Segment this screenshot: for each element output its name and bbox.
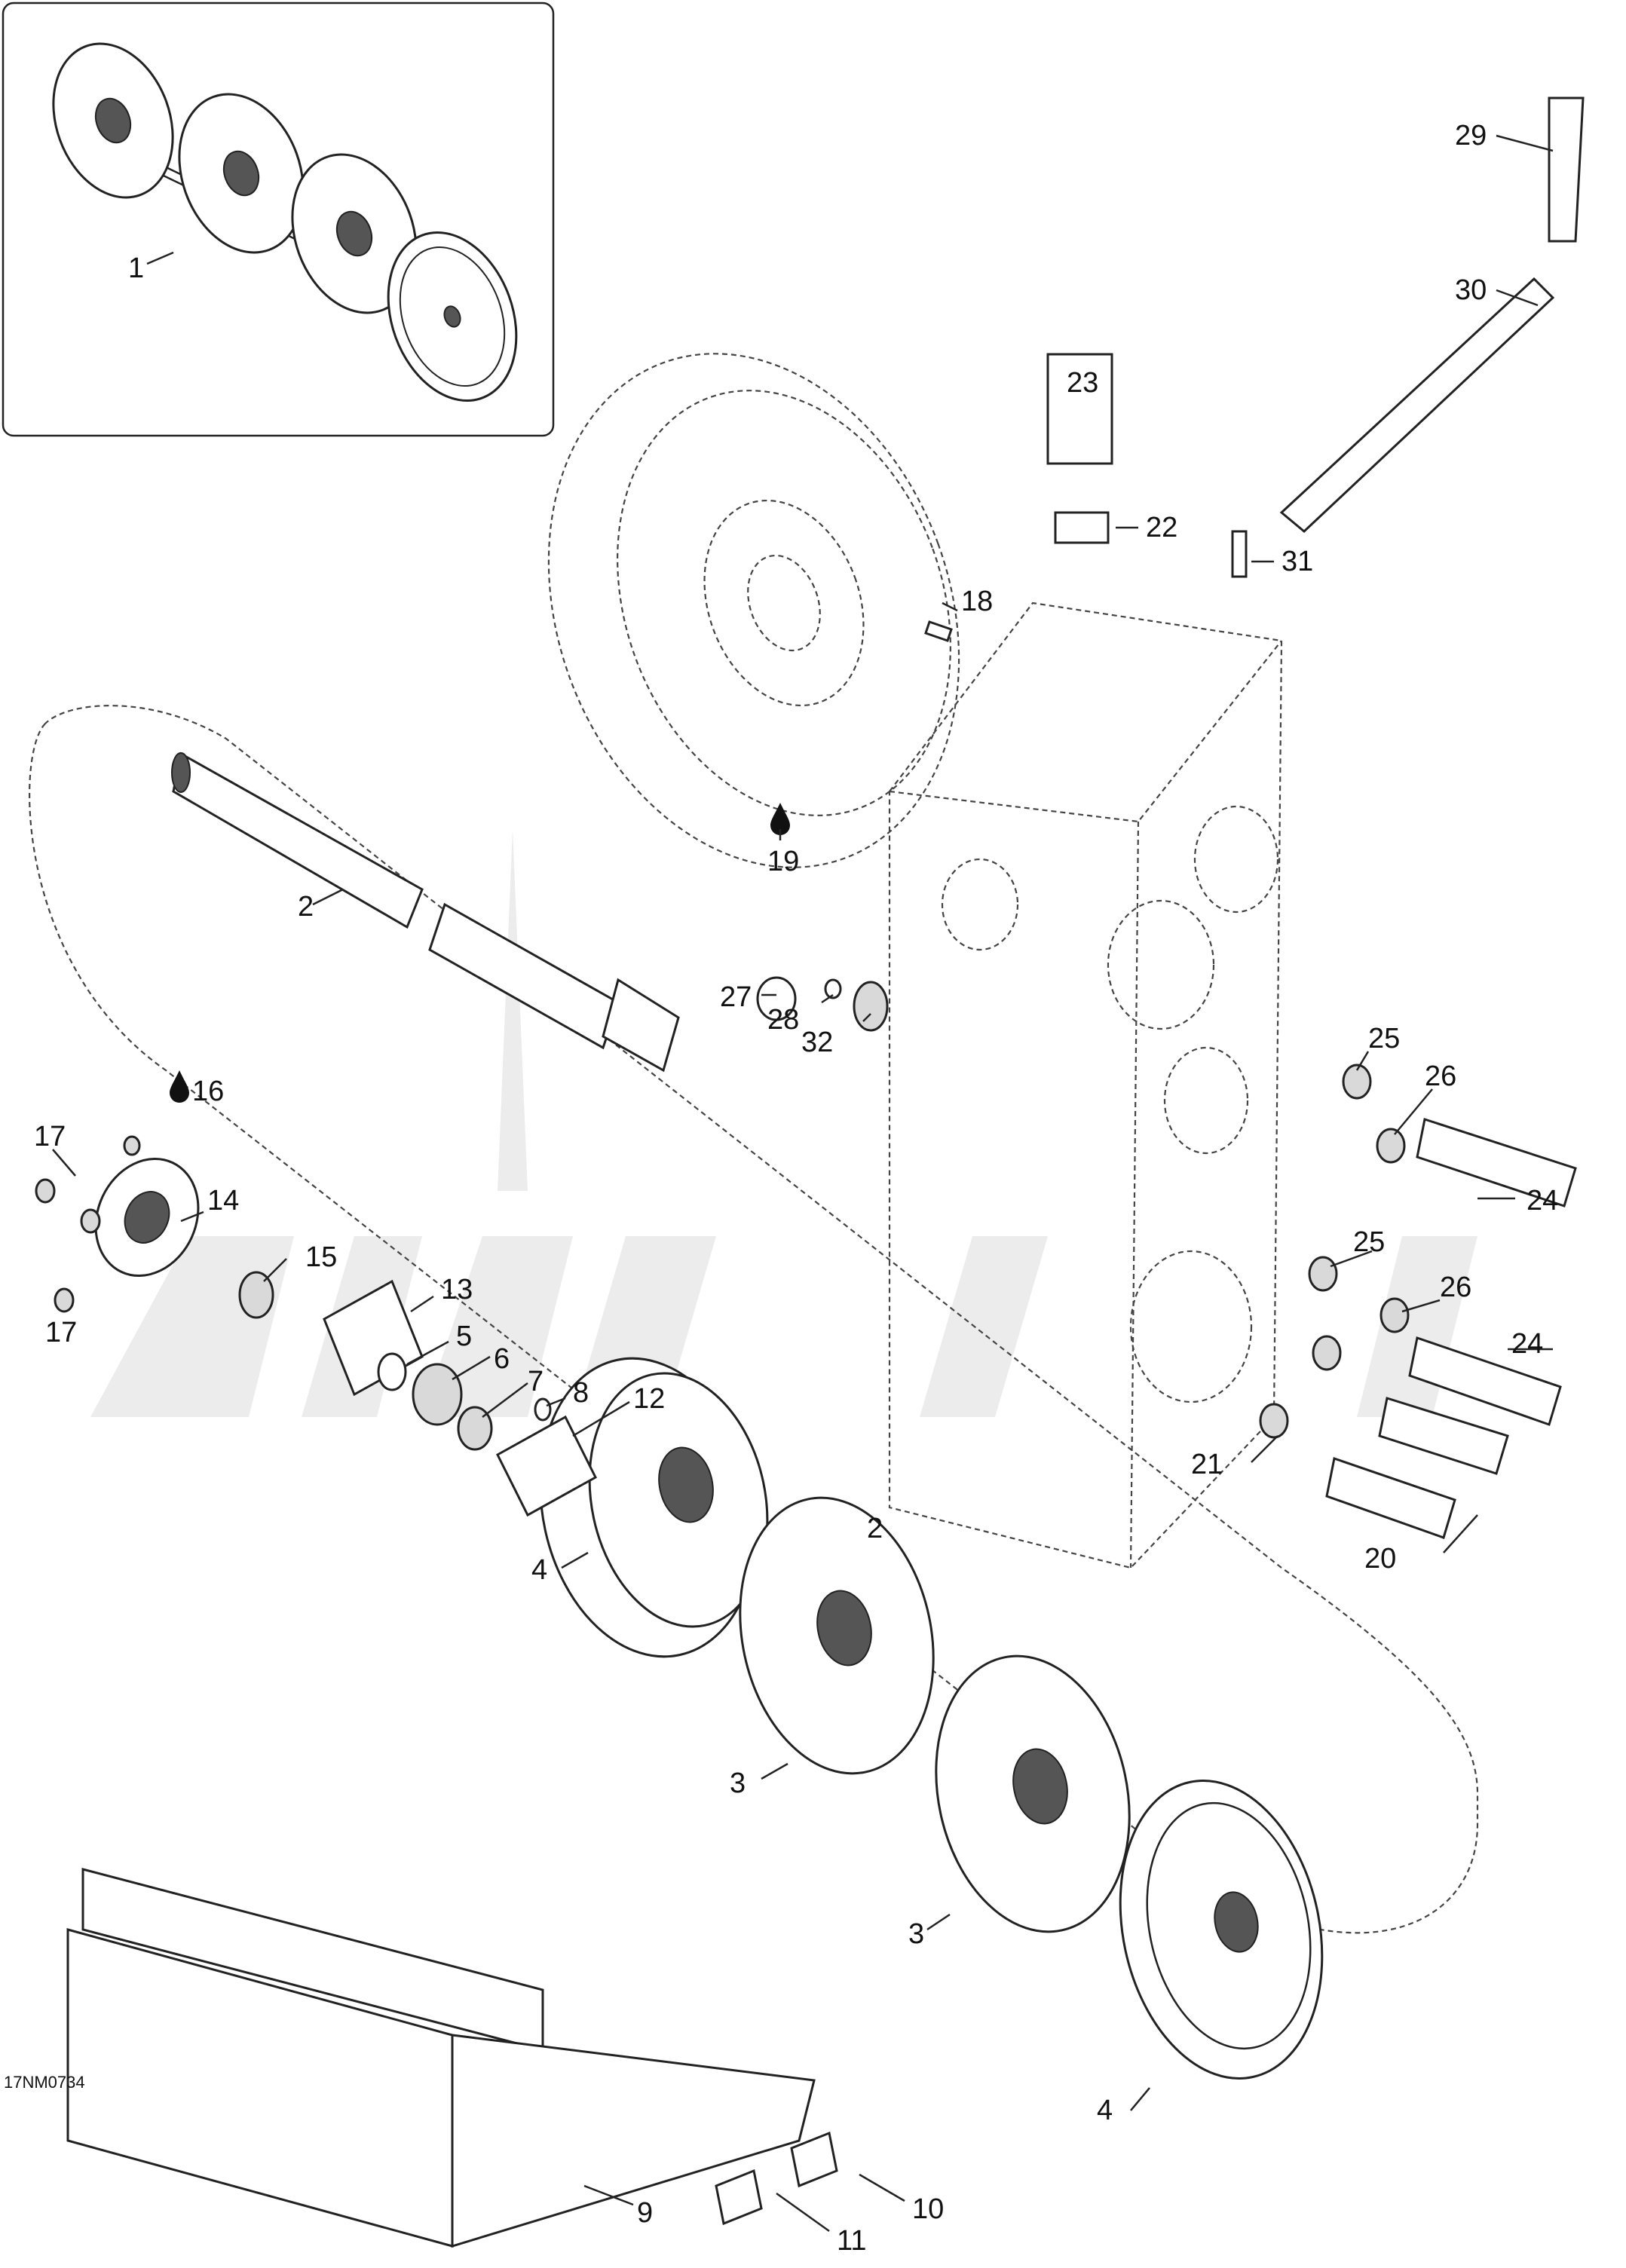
oil-drop-icon — [770, 803, 790, 835]
label-4a: 4 — [531, 1554, 547, 1586]
label-6: 6 — [494, 1343, 510, 1375]
bearing-housing — [94, 1157, 200, 1278]
label-31: 31 — [1282, 546, 1313, 577]
label-22: 22 — [1146, 512, 1177, 543]
label-18: 18 — [961, 586, 993, 617]
label-20: 20 — [1364, 1543, 1396, 1575]
label-29: 29 — [1455, 120, 1487, 152]
label-32: 32 — [801, 1027, 833, 1058]
label-28: 28 — [767, 1004, 799, 1036]
label-9: 9 — [637, 2197, 653, 2229]
label-10: 10 — [912, 2193, 944, 2225]
inset-assembly-box: 1 — [2, 2, 555, 437]
label-14: 14 — [207, 1185, 239, 1217]
sprocket-3-right — [935, 1654, 1131, 1933]
label-25b: 25 — [1353, 1226, 1385, 1258]
label-23: 23 — [1067, 367, 1098, 399]
small-parts — [35, 96, 1585, 2226]
label-15: 15 — [305, 1241, 337, 1273]
drive-wheel-outline — [547, 353, 960, 868]
label-26b: 26 — [1440, 1272, 1471, 1303]
label-17a: 17 — [34, 1121, 66, 1152]
drive-shaft — [171, 751, 680, 1073]
label-7: 7 — [528, 1366, 544, 1397]
label-13: 13 — [441, 1274, 473, 1305]
leader-lines — [52, 134, 1554, 2233]
label-8: 8 — [573, 1377, 589, 1409]
label-21: 21 — [1191, 1449, 1223, 1480]
label-30: 30 — [1455, 274, 1487, 306]
label-25a: 25 — [1368, 1023, 1400, 1054]
track-outline — [29, 705, 1479, 1934]
label-2: 2 — [298, 891, 314, 923]
label-17b: 17 — [45, 1317, 77, 1348]
label-3b: 3 — [908, 1918, 924, 1950]
label-2b: 2 — [867, 1513, 883, 1544]
label-24b: 24 — [1511, 1328, 1543, 1360]
label-19: 19 — [767, 846, 799, 877]
label-16: 16 — [192, 1076, 224, 1107]
label-4b: 4 — [1097, 2095, 1113, 2126]
part-labels: 29 30 23 22 31 18 19 2 27 28 32 25 26 24… — [4, 120, 1558, 2257]
label-3a: 3 — [730, 1768, 746, 1799]
label-26a: 26 — [1425, 1061, 1456, 1092]
sprocket-4-left — [539, 1357, 769, 1658]
label-1: 1 — [128, 253, 144, 284]
gearbox-outline — [888, 601, 1283, 1569]
sprocket-3-middle — [739, 1496, 935, 1775]
oil-drop-icon — [170, 1070, 189, 1103]
label-11: 11 — [837, 2225, 866, 2257]
label-5: 5 — [456, 1321, 472, 1352]
sprocket-4-right — [1119, 1780, 1324, 2080]
label-24a: 24 — [1526, 1185, 1558, 1217]
label-12: 12 — [633, 1383, 665, 1415]
track-belt — [66, 1868, 816, 2248]
label-27: 27 — [720, 981, 752, 1013]
diagram-code: 17NM0734 — [4, 2073, 85, 2092]
